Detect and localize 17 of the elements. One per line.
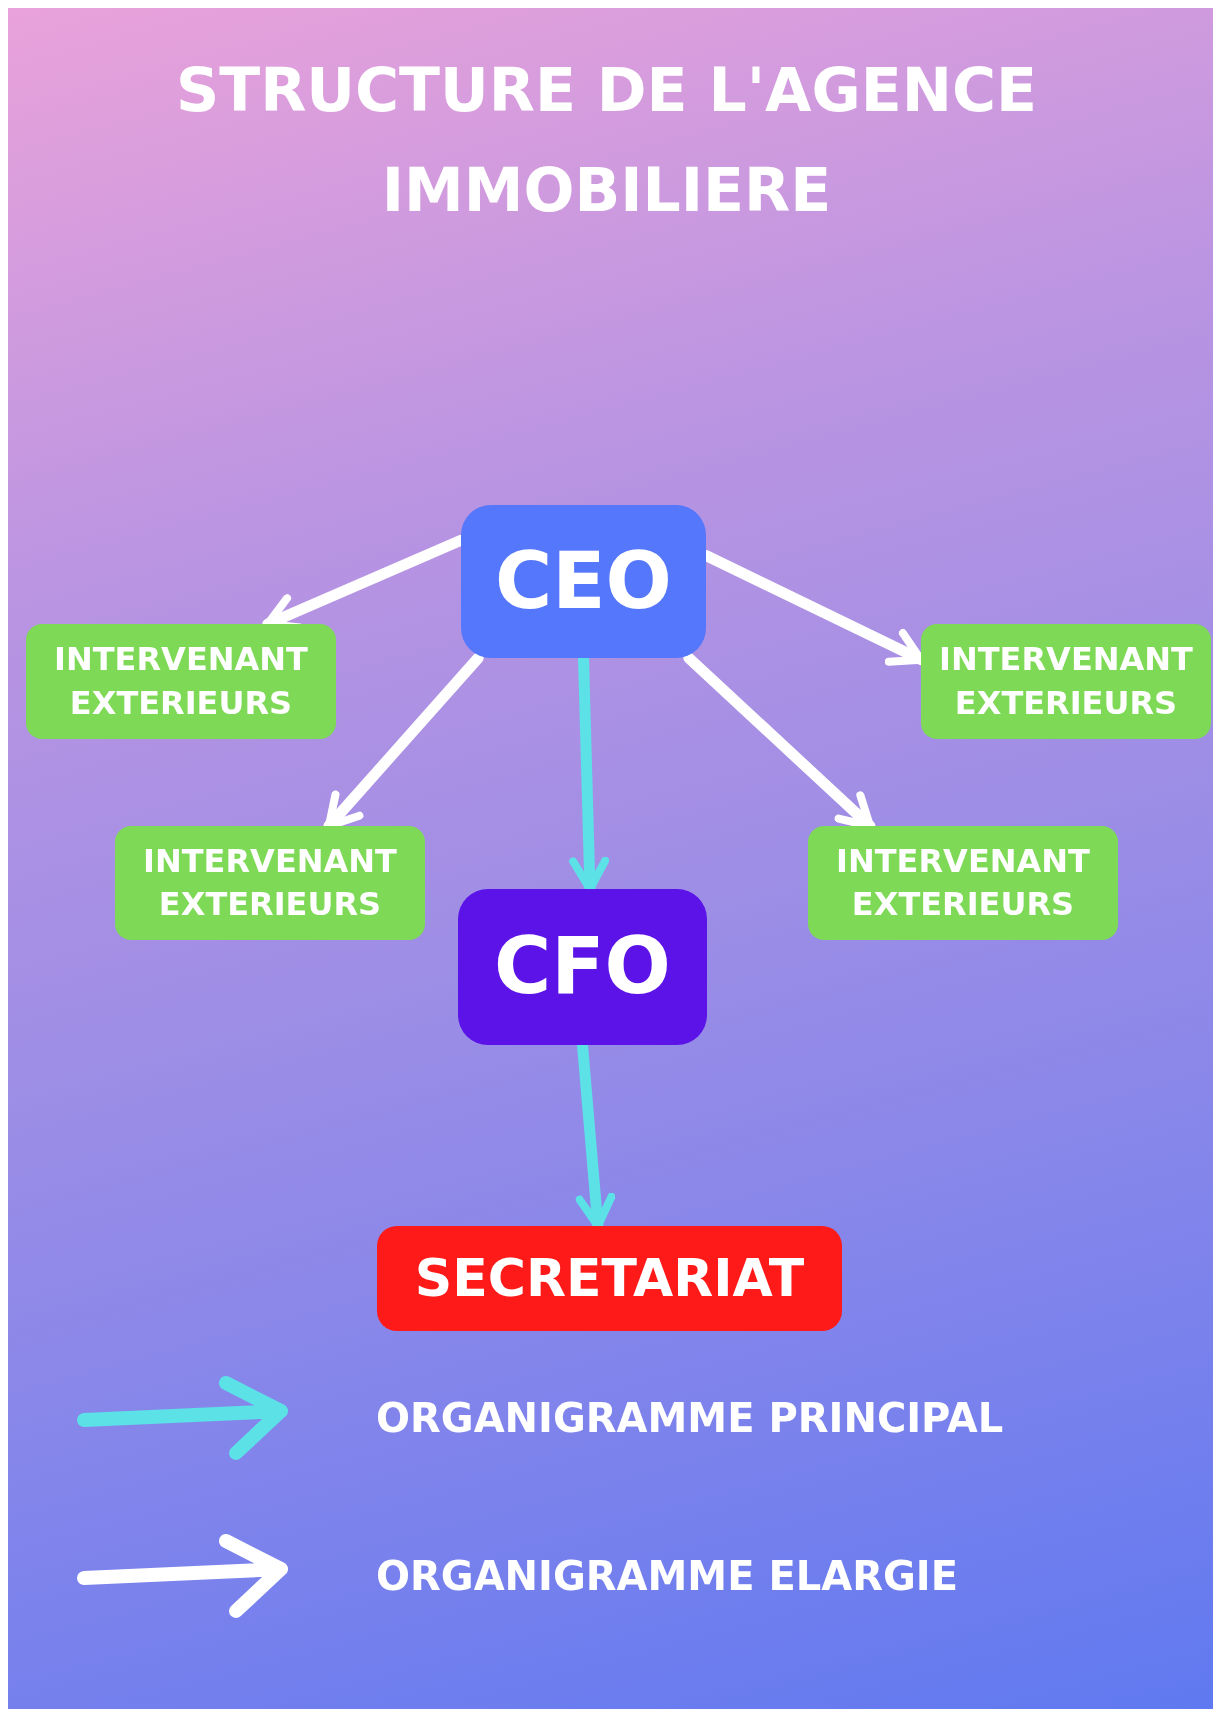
title: STRUCTURE DE L'AGENCE IMMOBILIERE <box>175 54 1038 227</box>
org-box <box>458 889 707 1045</box>
org-box <box>921 624 1211 739</box>
role-label: INTERVENANT EXTERIEURS <box>53 639 309 724</box>
role-label: SECRETARIAT <box>414 1247 805 1311</box>
org-box <box>461 505 706 658</box>
role-label: CFO <box>494 920 671 1014</box>
role-label: CEO <box>495 534 672 628</box>
org-box <box>115 826 425 940</box>
role-label: INTERVENANT EXTERIEURS <box>835 840 1091 925</box>
role-label: INTERVENANT EXTERIEURS <box>142 840 398 925</box>
legend-label: ORGANIGRAMME PRINCIPAL <box>376 1395 1004 1441</box>
role-label: INTERVENANT EXTERIEURS <box>938 639 1194 724</box>
legend-label: ORGANIGRAMME ELARGIE <box>376 1553 958 1599</box>
org-box <box>377 1226 842 1331</box>
org-box <box>26 624 336 739</box>
org-box <box>808 826 1118 940</box>
